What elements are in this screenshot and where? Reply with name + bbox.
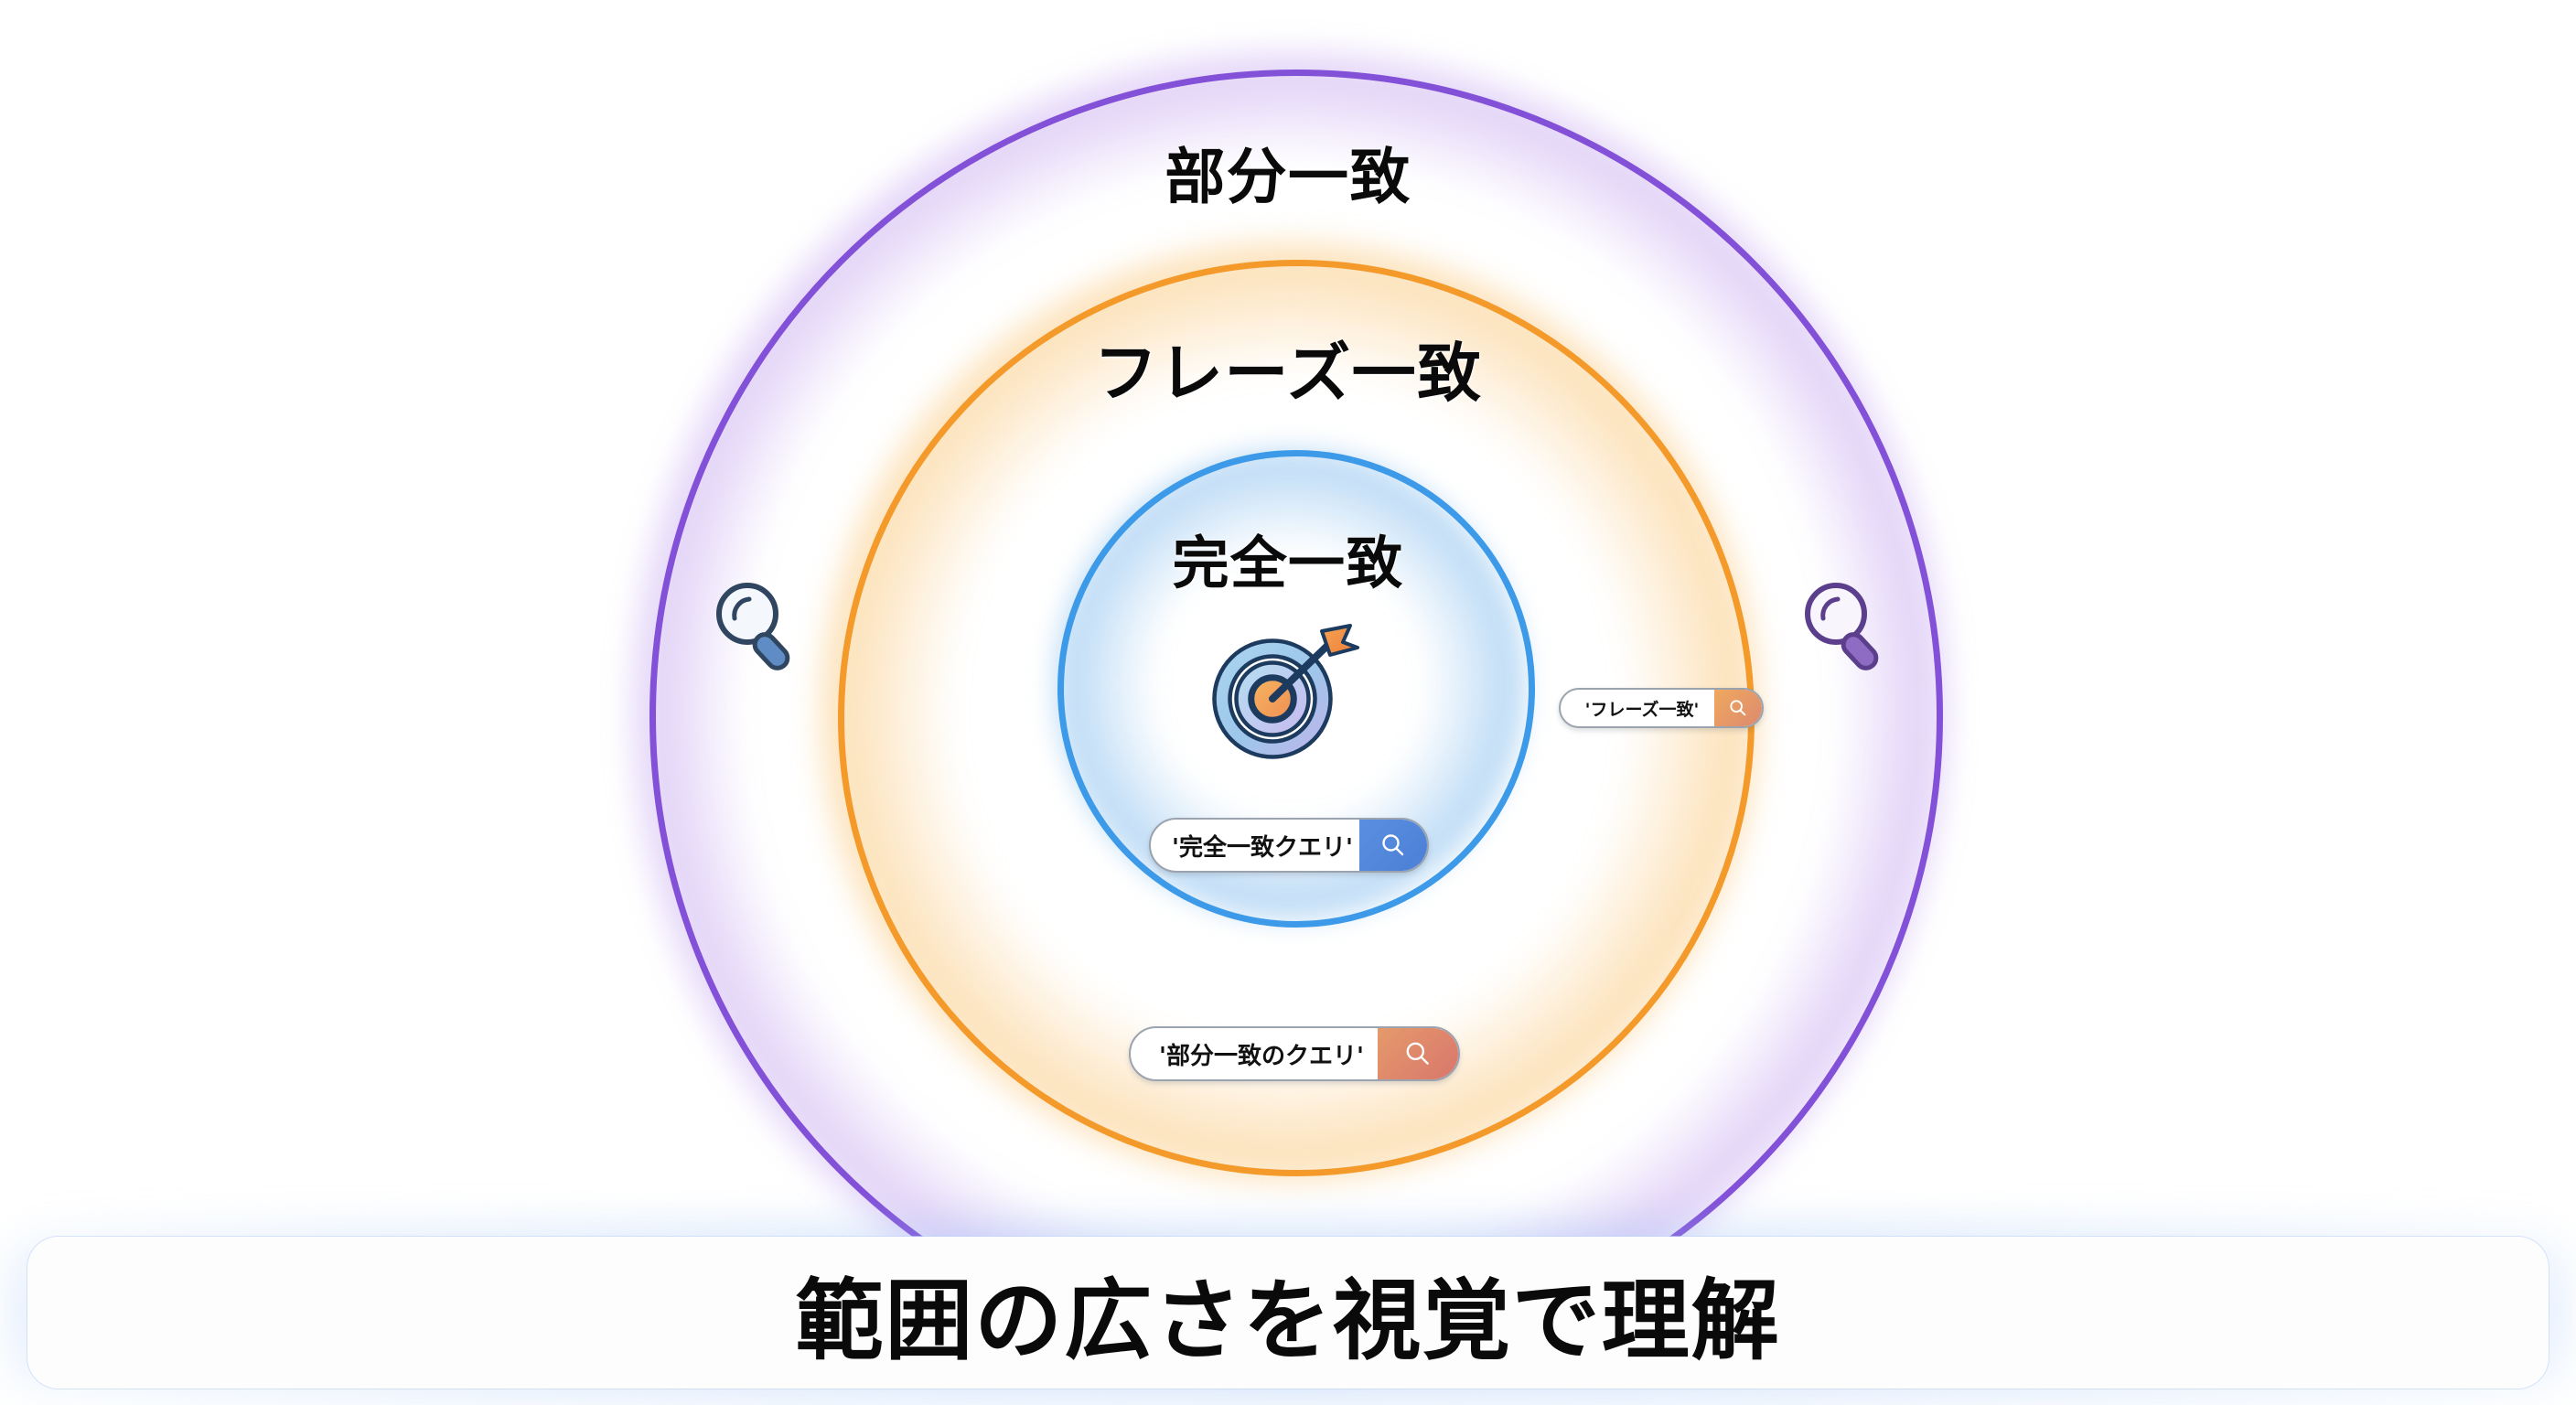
- search-pill-broad-match[interactable]: '部分一致のクエリ': [1129, 1026, 1460, 1081]
- search-button-broad[interactable]: [1378, 1028, 1458, 1079]
- ring-exact-match: [1057, 450, 1535, 928]
- search-pill-broad-query: '部分一致のクエリ': [1159, 1042, 1364, 1070]
- search-pill-exact-match[interactable]: '完全一致クエリ': [1149, 818, 1429, 873]
- magnifier-icon-left: [706, 574, 807, 675]
- search-pill-phrase-query: 'フレーズ一致': [1584, 699, 1700, 720]
- search-icon: [1406, 1042, 1429, 1065]
- magnifier-icon-right: [1795, 574, 1895, 675]
- search-button-phrase[interactable]: [1714, 690, 1762, 726]
- caption-text: 範囲の広さを視覚で理解: [795, 1269, 1781, 1372]
- search-icon: [1382, 834, 1404, 856]
- caption-bar: 範囲の広さを視覚で理解: [27, 1237, 2549, 1389]
- ring-label-phrase-match: フレーズ一致: [1093, 336, 1483, 411]
- ring-label-exact-match: 完全一致: [1172, 530, 1404, 596]
- search-pill-phrase-match[interactable]: 'フレーズ一致': [1559, 688, 1764, 728]
- target-with-arrow-icon: [1197, 615, 1366, 770]
- search-pill-exact-query: '完全一致クエリ': [1172, 833, 1353, 862]
- ring-label-broad-match: 部分一致: [1165, 142, 1411, 212]
- search-icon: [1730, 700, 1746, 716]
- search-button-exact[interactable]: [1359, 820, 1427, 871]
